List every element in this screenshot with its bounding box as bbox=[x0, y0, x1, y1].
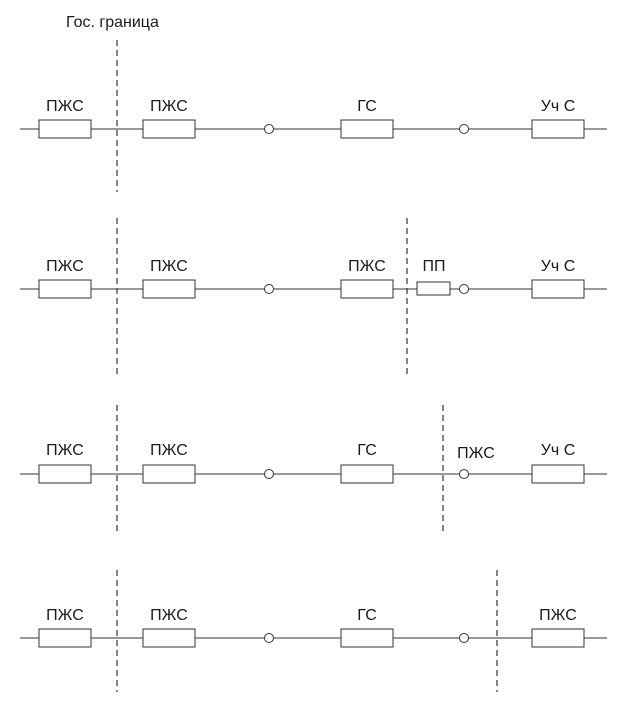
scheme-row-3: ПЖС ПЖС ГС ПЖС Уч С bbox=[20, 442, 607, 484]
station-label: ПЖС bbox=[150, 258, 188, 275]
stop-point bbox=[264, 633, 274, 643]
stop-point bbox=[459, 633, 469, 643]
station-label: ПЖС bbox=[539, 607, 577, 624]
station-box bbox=[38, 279, 92, 299]
stop-point bbox=[459, 469, 469, 479]
station-box bbox=[38, 628, 92, 648]
station-label: ПЖС bbox=[46, 607, 84, 624]
crossing-point-box bbox=[416, 281, 451, 296]
scheme-row-2: ПЖС ПЖС ПЖС ПП Уч С bbox=[20, 258, 607, 299]
stop-point bbox=[264, 124, 274, 134]
station-label: ПЖС bbox=[150, 607, 188, 624]
station-label: ПЖС bbox=[150, 442, 188, 459]
station-box bbox=[38, 464, 92, 484]
station-label: ПЖС bbox=[348, 258, 386, 275]
station-box bbox=[531, 119, 585, 139]
station-box bbox=[142, 279, 196, 299]
station-label: ПЖС bbox=[46, 258, 84, 275]
station-box bbox=[142, 464, 196, 484]
station-box bbox=[531, 628, 585, 648]
station-label: ПЖС bbox=[457, 445, 495, 462]
station-box bbox=[340, 119, 394, 139]
station-label: ГС bbox=[357, 607, 377, 624]
station-box bbox=[340, 464, 394, 484]
stop-point bbox=[459, 284, 469, 294]
station-box bbox=[340, 279, 394, 299]
scheme-row-4: ПЖС ПЖС ГС ПЖС bbox=[20, 607, 607, 648]
station-box bbox=[340, 628, 394, 648]
station-box bbox=[531, 464, 585, 484]
stop-point bbox=[264, 284, 274, 294]
station-label: ПЖС bbox=[46, 442, 84, 459]
station-box bbox=[142, 119, 196, 139]
station-label: ГС bbox=[357, 442, 377, 459]
stop-point bbox=[459, 124, 469, 134]
station-label: Уч С bbox=[541, 442, 576, 459]
stop-point bbox=[264, 469, 274, 479]
station-label: ПЖС bbox=[150, 98, 188, 115]
station-label: Уч С bbox=[541, 258, 576, 275]
border-title: Гос. граница bbox=[66, 14, 159, 31]
station-label: ПП bbox=[423, 258, 446, 275]
station-label: ГС bbox=[357, 98, 377, 115]
border-lines bbox=[116, 40, 498, 692]
station-label: Уч С bbox=[541, 98, 576, 115]
station-box bbox=[531, 279, 585, 299]
station-box bbox=[38, 119, 92, 139]
scheme-row-1: ПЖС ПЖС ГС Уч С bbox=[20, 98, 607, 139]
station-label: ПЖС bbox=[46, 98, 84, 115]
station-box bbox=[142, 628, 196, 648]
